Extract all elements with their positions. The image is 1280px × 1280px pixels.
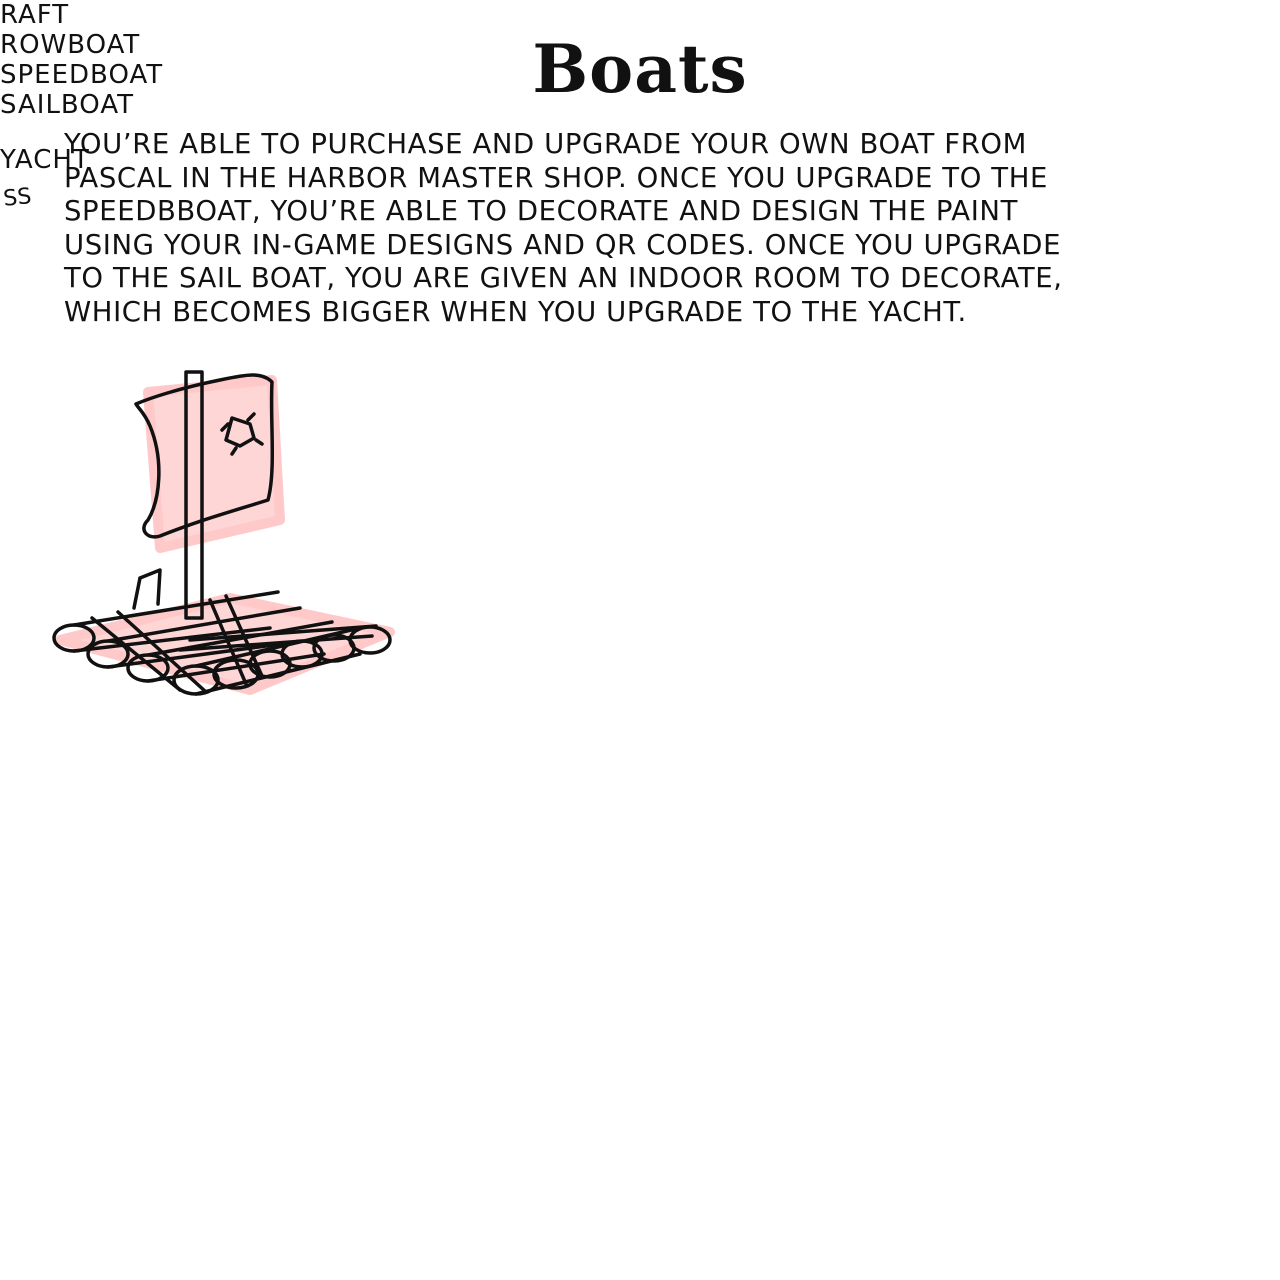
label-speedboat: Speedboat (0, 60, 164, 90)
description-line: which becomes bigger when you upgrade to… (64, 295, 967, 328)
label-raft: Raft (0, 0, 70, 30)
description-line: Pascal in the Harbor Master Shop. Once y… (64, 161, 1048, 194)
label-sailboat: Sailboat (0, 90, 134, 120)
label-rowboat: Rowboat (0, 30, 141, 60)
description-line: to the sail boat, you are given an indoo… (64, 262, 1063, 294)
label-yacht: Yacht (0, 145, 90, 175)
description-line: You’re able to purchase and upgrade your… (64, 128, 1027, 160)
description: You’re able to purchase and upgrade your… (64, 128, 1234, 329)
description-line: Speedbboat, you’re able to decorate and … (64, 195, 1019, 227)
description-line: using your in-game designs and QR codes.… (64, 228, 1062, 261)
raft-drawing (52, 370, 395, 696)
page-title: Boats (532, 30, 748, 108)
